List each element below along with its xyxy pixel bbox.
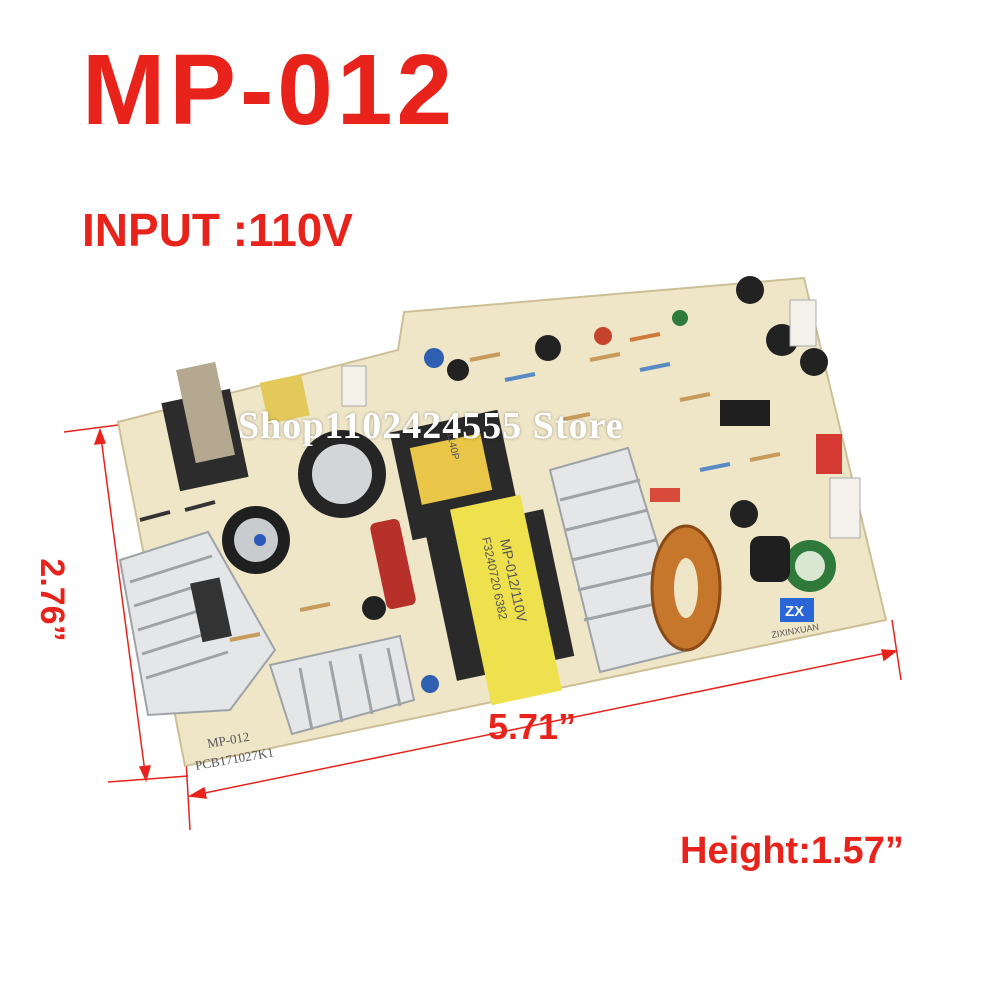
depth-dimension-line [63, 424, 189, 783]
depth-dimension-label: 2.76” [33, 558, 71, 642]
film-capacitor [370, 518, 416, 610]
small-components [139, 310, 790, 693]
height-label: Height:1.57” [680, 830, 904, 872]
filter-inductor [161, 361, 310, 492]
width-dimension-label: 5.71” [488, 706, 577, 747]
toroid-inductor [650, 524, 722, 652]
product-title: MP-012 [82, 34, 457, 146]
center-heatsink [268, 634, 416, 736]
shop-watermark: Shop1102424555 Store [238, 405, 624, 447]
board-model-text: MP-012 [206, 729, 251, 751]
output-capacitors [362, 276, 836, 620]
width-dimension-line [185, 619, 902, 831]
zx-logo-text: ZX [785, 603, 804, 620]
main-transformer: MP-012/110V F3240720 6382 [425, 494, 575, 706]
zx-logo-badge [780, 598, 814, 622]
input-voltage-label: INPUT :110V [82, 204, 353, 256]
bulk-capacitors [222, 430, 386, 574]
connectors [341, 299, 861, 539]
left-heatsink [118, 530, 277, 717]
